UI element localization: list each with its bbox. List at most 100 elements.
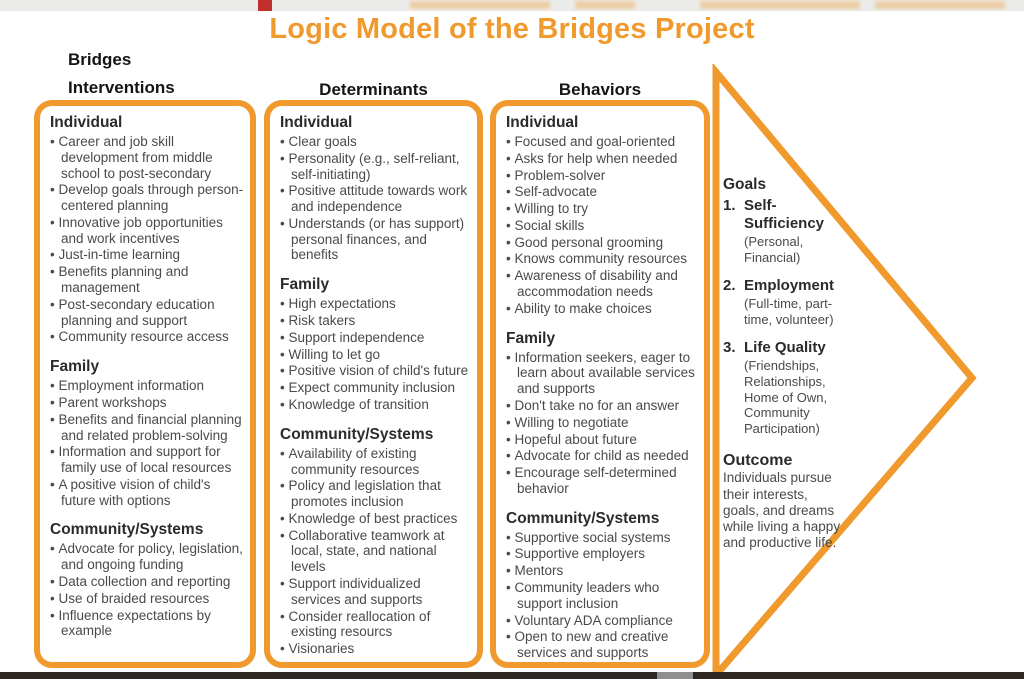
column-header-line: Behaviors (558, 80, 642, 99)
section-item-list: High expectationsRisk takersSupport inde… (280, 296, 472, 412)
section-heading: Community/Systems (506, 509, 660, 527)
behaviors-sections: IndividualFocused and goal-orientedAsks … (506, 114, 699, 661)
list-item: Willing to negotiate (506, 415, 699, 431)
list-item: Personality (e.g., self-reliant, self-in… (280, 151, 472, 183)
list-item: Risk takers (280, 313, 472, 329)
list-item: Positive vision of child's future (280, 363, 472, 379)
list-item: Positive attitude towards work and indep… (280, 183, 472, 215)
outcome-heading: Outcome (723, 452, 793, 470)
top-artifact (575, 1, 635, 9)
list-item: Support individualized services and supp… (280, 576, 472, 608)
column-header-determinants: Determinants (264, 76, 483, 104)
list-item: Consider reallocation of existing resour… (280, 609, 472, 641)
list-item: Use of braided resources (50, 591, 245, 607)
column-header-line: Bridges (68, 50, 132, 69)
list-item: Clear goals (280, 134, 472, 150)
list-item: Social skills (506, 218, 699, 234)
bottom-artifact-bar (0, 672, 1024, 679)
arrow-outline-icon (712, 64, 977, 679)
list-item: Benefits planning and management (50, 264, 245, 296)
top-artifact (410, 1, 550, 9)
list-item: Knowledge of transition (280, 397, 472, 413)
list-item: Don't take no for an answer (506, 398, 699, 414)
list-item: High expectations (280, 296, 472, 312)
list-item: Voluntary ADA compliance (506, 613, 699, 629)
list-item: Ability to make choices (506, 301, 699, 317)
list-item: Open to new and creative services and su… (506, 629, 699, 661)
goal-detail: (Personal, Financial) (744, 234, 804, 265)
section-item-list: Clear goalsPersonality (e.g., self-relia… (280, 134, 472, 263)
goal-name: Life Quality (744, 339, 826, 357)
goal-detail: (Full-time, part-time, volunteer) (744, 296, 834, 327)
list-item: Self-advocate (506, 184, 699, 200)
determinants-sections: IndividualClear goalsPersonality (e.g., … (280, 114, 472, 657)
goal-item: 2. Employment(Full-time, part-time, volun… (723, 277, 855, 327)
bottom-gray-artifact (657, 672, 693, 679)
section-heading: Family (50, 358, 100, 376)
goal-number: 2. (723, 277, 736, 295)
goal-body: Employment(Full-time, part-time, volunte… (744, 277, 855, 327)
list-item: Information and support for family use o… (50, 444, 245, 476)
goals-heading: Goals (723, 176, 767, 193)
goal-name: Employment (744, 277, 835, 295)
list-item: Advocate for policy, legislation, and on… (50, 541, 245, 573)
section-item-list: Employment informationParent workshopsBe… (50, 378, 245, 508)
column-header-line: Determinants (319, 80, 428, 99)
section-heading: Individual (506, 114, 579, 131)
list-item: Understands (or has support) personal fi… (280, 216, 472, 263)
list-item: Data collection and reporting (50, 574, 245, 590)
section-item-list: Availability of existing community resou… (280, 446, 472, 657)
list-item: Expect community inclusion (280, 380, 472, 396)
list-item: Hopeful about future (506, 432, 699, 448)
goals-list: 1.Self-Sufficiency(Personal, Financial)2… (723, 197, 855, 436)
interventions-sections: IndividualCareer and job skill developme… (50, 114, 245, 639)
list-item: Visionaries (280, 641, 472, 657)
list-item: Supportive social systems (506, 530, 699, 546)
section-item-list: Advocate for policy, legislation, and on… (50, 541, 245, 639)
right-arrow-shape (712, 64, 977, 679)
list-item: A positive vision of child's future with… (50, 477, 245, 509)
list-item: Just-in-time learning (50, 247, 245, 263)
list-item: Benefits and financial planning and rela… (50, 412, 245, 444)
list-item: Collaborative teamwork at local, state, … (280, 528, 472, 575)
top-red-artifact (258, 0, 272, 11)
list-item: Willing to try (506, 201, 699, 217)
section-heading: Individual (50, 114, 123, 131)
list-item: Parent workshops (50, 395, 245, 411)
list-item: Policy and legislation that promotes inc… (280, 478, 472, 510)
section-item-list: Supportive social systemsSupportive empl… (506, 530, 699, 661)
column-header-behaviors: Behaviors (490, 76, 710, 104)
list-item: Community resource access (50, 329, 245, 345)
list-item: Career and job skill development from mi… (50, 134, 245, 181)
page-title: Logic Model of the Bridges Project (269, 13, 755, 45)
list-item: Develop goals through person-centered pl… (50, 182, 245, 214)
list-item: Asks for help when needed (506, 151, 699, 167)
outcome-text: Individuals pursue their interests, goal… (723, 470, 841, 551)
list-item: Employment information (50, 378, 245, 394)
section-heading: Community/Systems (280, 425, 434, 443)
arrow-text-block: Goals 1.Self-Sufficiency(Personal, Finan… (723, 176, 855, 551)
list-item: Advocate for child as needed (506, 448, 699, 464)
top-artifact-strip (0, 0, 1024, 11)
goal-name: Self-Sufficiency (744, 197, 825, 232)
goal-detail: (Friendships, Relationships, Home of Own… (744, 358, 828, 436)
list-item: Community leaders who support inclusion (506, 580, 699, 612)
list-item: Support independence (280, 330, 472, 346)
interventions-panel: IndividualCareer and job skill developme… (34, 100, 256, 668)
list-item: Supportive employers (506, 546, 699, 562)
goal-body: Life Quality(Friendships, Relationships,… (744, 339, 855, 436)
list-item: Willing to let go (280, 347, 472, 363)
goal-item: 3.Life Quality(Friendships, Relationship… (723, 339, 855, 436)
list-item: Influence expectations by example (50, 608, 245, 640)
list-item: Awareness of disability and accommodatio… (506, 268, 699, 300)
list-item: Knowledge of best practices (280, 511, 472, 527)
list-item: Problem-solver (506, 168, 699, 184)
section-item-list: Information seekers, eager to learn abou… (506, 350, 699, 497)
column-header-line: Interventions (68, 78, 175, 97)
list-item: Information seekers, eager to learn abou… (506, 350, 699, 397)
section-heading: Family (506, 329, 556, 347)
section-item-list: Focused and goal-orientedAsks for help w… (506, 134, 699, 317)
top-artifact (875, 1, 1005, 9)
